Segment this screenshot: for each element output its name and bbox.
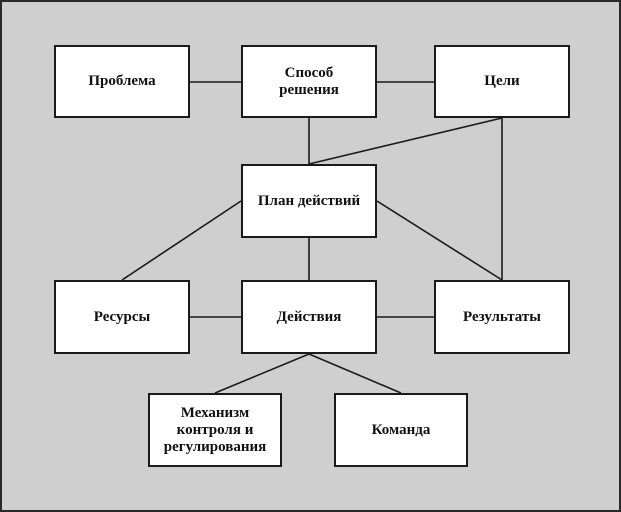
connector-goals-plan [308, 117, 503, 165]
node-control: Механизм контроля и регулирования [148, 393, 282, 467]
node-goals: Цели [434, 45, 570, 118]
node-problem: Проблема [54, 45, 190, 118]
connector-actions-team [308, 353, 402, 394]
connector-plan-resources [121, 200, 242, 281]
node-resources: Ресурсы [54, 280, 190, 354]
node-method: Способ решения [241, 45, 377, 118]
connector-actions-control [214, 353, 310, 394]
connector-plan-results [376, 200, 503, 281]
node-results: Результаты [434, 280, 570, 354]
node-actions: Действия [241, 280, 377, 354]
node-plan: План действий [241, 164, 377, 238]
node-team: Команда [334, 393, 468, 467]
